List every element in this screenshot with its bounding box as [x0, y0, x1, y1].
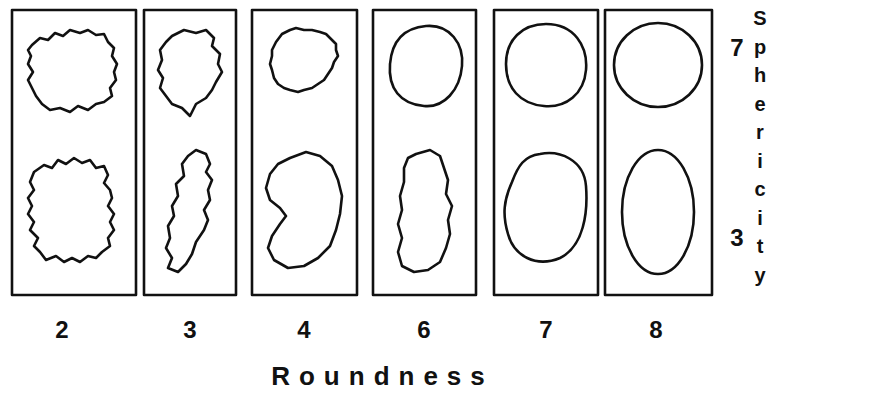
- grain-outline: [505, 153, 587, 261]
- roundness-value: 4: [297, 317, 310, 343]
- roundness-value: 3: [183, 317, 196, 343]
- grain-outline: [166, 150, 212, 272]
- grain-outline: [266, 152, 342, 268]
- panel: [252, 10, 357, 295]
- grain-outline: [506, 24, 586, 106]
- panel: [494, 10, 598, 295]
- roundness-value: 7: [539, 317, 552, 343]
- grain-outline: [270, 28, 338, 92]
- sphericity-value: 3: [730, 225, 743, 251]
- grain-outline: [28, 30, 117, 112]
- sphericity-value: 7: [730, 35, 743, 61]
- grain-outline: [398, 150, 452, 272]
- panel: [144, 10, 236, 295]
- panel: [373, 10, 476, 295]
- grain-outline: [614, 23, 702, 107]
- roundness-value: 8: [649, 317, 662, 343]
- grain-outline: [28, 158, 114, 262]
- roundness-value: 6: [417, 317, 430, 343]
- grain-outline: [622, 150, 694, 274]
- panel: [12, 10, 136, 295]
- axis-title: Roundness: [271, 362, 494, 391]
- grain-outline: [158, 30, 222, 116]
- axis-title: Sphericity: [752, 4, 780, 289]
- panel: [605, 10, 712, 295]
- grain-outline: [390, 26, 462, 106]
- roundness-value: 2: [55, 317, 68, 343]
